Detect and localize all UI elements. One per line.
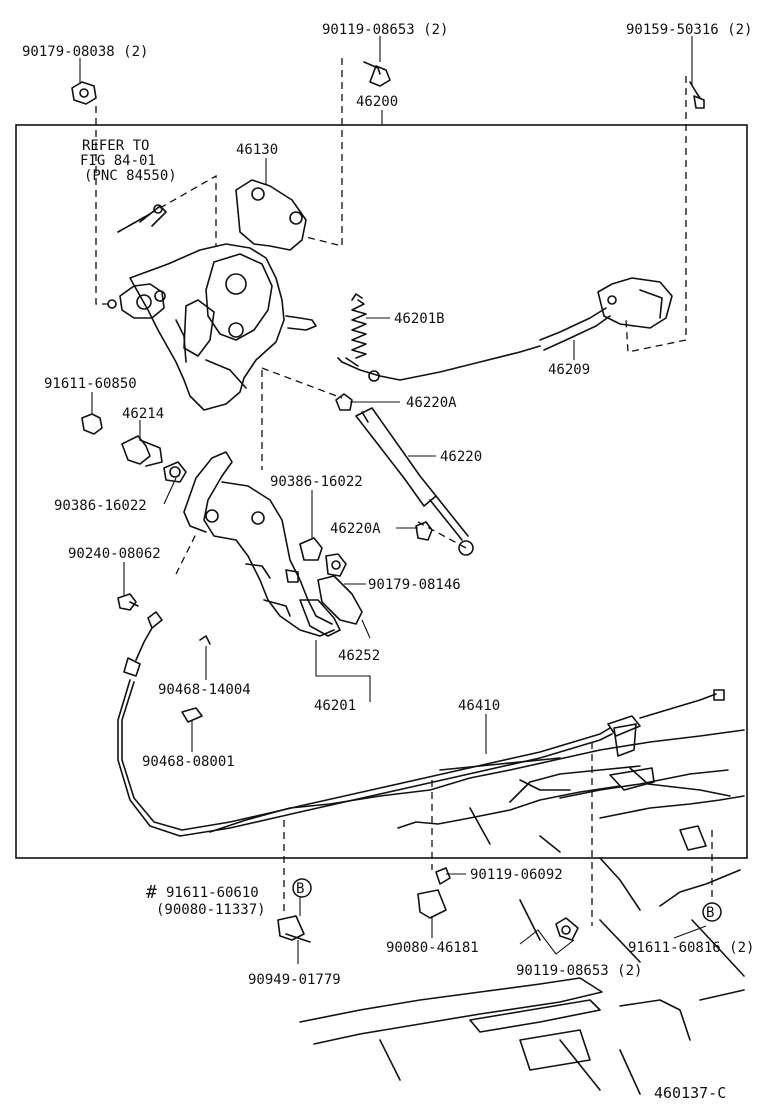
damper — [335, 393, 474, 556]
parking-pedal — [183, 451, 335, 637]
refer-line-2: FIG 84-01 — [80, 153, 156, 169]
dashed-connectors — [95, 58, 713, 926]
label-p5: 46130 — [236, 142, 278, 158]
leader-lines — [79, 36, 707, 964]
pedal-bushing-nut — [299, 537, 347, 577]
label-p12: 90386-16022 — [270, 474, 363, 490]
reference-markers: B B — [292, 878, 722, 922]
marker-b-left-label: B — [296, 881, 304, 897]
label-p10: 46220A — [406, 395, 457, 411]
floor-panel — [209, 729, 745, 1095]
label-p21: 90468-08001 — [142, 754, 235, 770]
label-p23: 91611-60610 — [166, 885, 259, 901]
parking-cable — [117, 611, 725, 837]
marker-b-right-label: B — [706, 905, 714, 921]
label-p28: 90949-01779 — [248, 972, 341, 988]
label-p13: 90386-16022 — [54, 498, 147, 514]
hash-mark: # — [146, 882, 157, 903]
label-p20: 46410 — [458, 698, 500, 714]
label-p26: 90119-08653 (2) — [516, 963, 642, 979]
label-p18: 90468-14004 — [158, 682, 251, 698]
label-p11: 46220 — [440, 449, 482, 465]
refer-line-1: REFER TO — [82, 138, 149, 154]
return-spring — [351, 293, 367, 359]
label-p19: 46201 — [314, 698, 356, 714]
label-p3: 90159-50316 (2) — [626, 22, 752, 38]
label-p7: 46209 — [548, 362, 590, 378]
cable-clips — [181, 635, 211, 723]
label-p24: (90080-11337) — [156, 902, 266, 918]
assembly-frame — [15, 124, 748, 859]
label-p16: 90179-08146 — [368, 577, 461, 593]
label-p14: 46220A — [330, 521, 381, 537]
label-p15: 90240-08062 — [68, 546, 161, 562]
marker-b-right — [702, 902, 722, 922]
refer-line-3: (PNC 84550) — [84, 168, 177, 184]
label-p17: 46252 — [338, 648, 380, 664]
release-lever-assembly — [107, 179, 317, 411]
marker-b-left — [292, 878, 312, 898]
label-p1: 90179-08038 (2) — [22, 44, 148, 60]
pivot-collar — [121, 435, 187, 483]
label-p4: 46200 — [356, 94, 398, 110]
label-p25: 90080-46181 — [386, 940, 479, 956]
part-labels: 90179-08038 (2) 90119-08653 (2) 90159-50… — [22, 22, 754, 1102]
fasteners-upper — [71, 61, 705, 435]
label-p27: 91611-60816 (2) — [628, 940, 754, 956]
release-cable — [337, 277, 673, 382]
figure-code: 460137-C — [654, 1084, 726, 1102]
label-p8: 91611-60850 — [44, 376, 137, 392]
label-p9: 46214 — [122, 406, 164, 422]
label-p22: 90119-06092 — [470, 867, 563, 883]
lower-brackets — [277, 867, 579, 943]
label-p2: 90119-08653 (2) — [322, 22, 448, 38]
pedal-pad — [299, 575, 363, 637]
small-bolt — [117, 593, 139, 611]
label-p6: 46201B — [394, 311, 445, 327]
